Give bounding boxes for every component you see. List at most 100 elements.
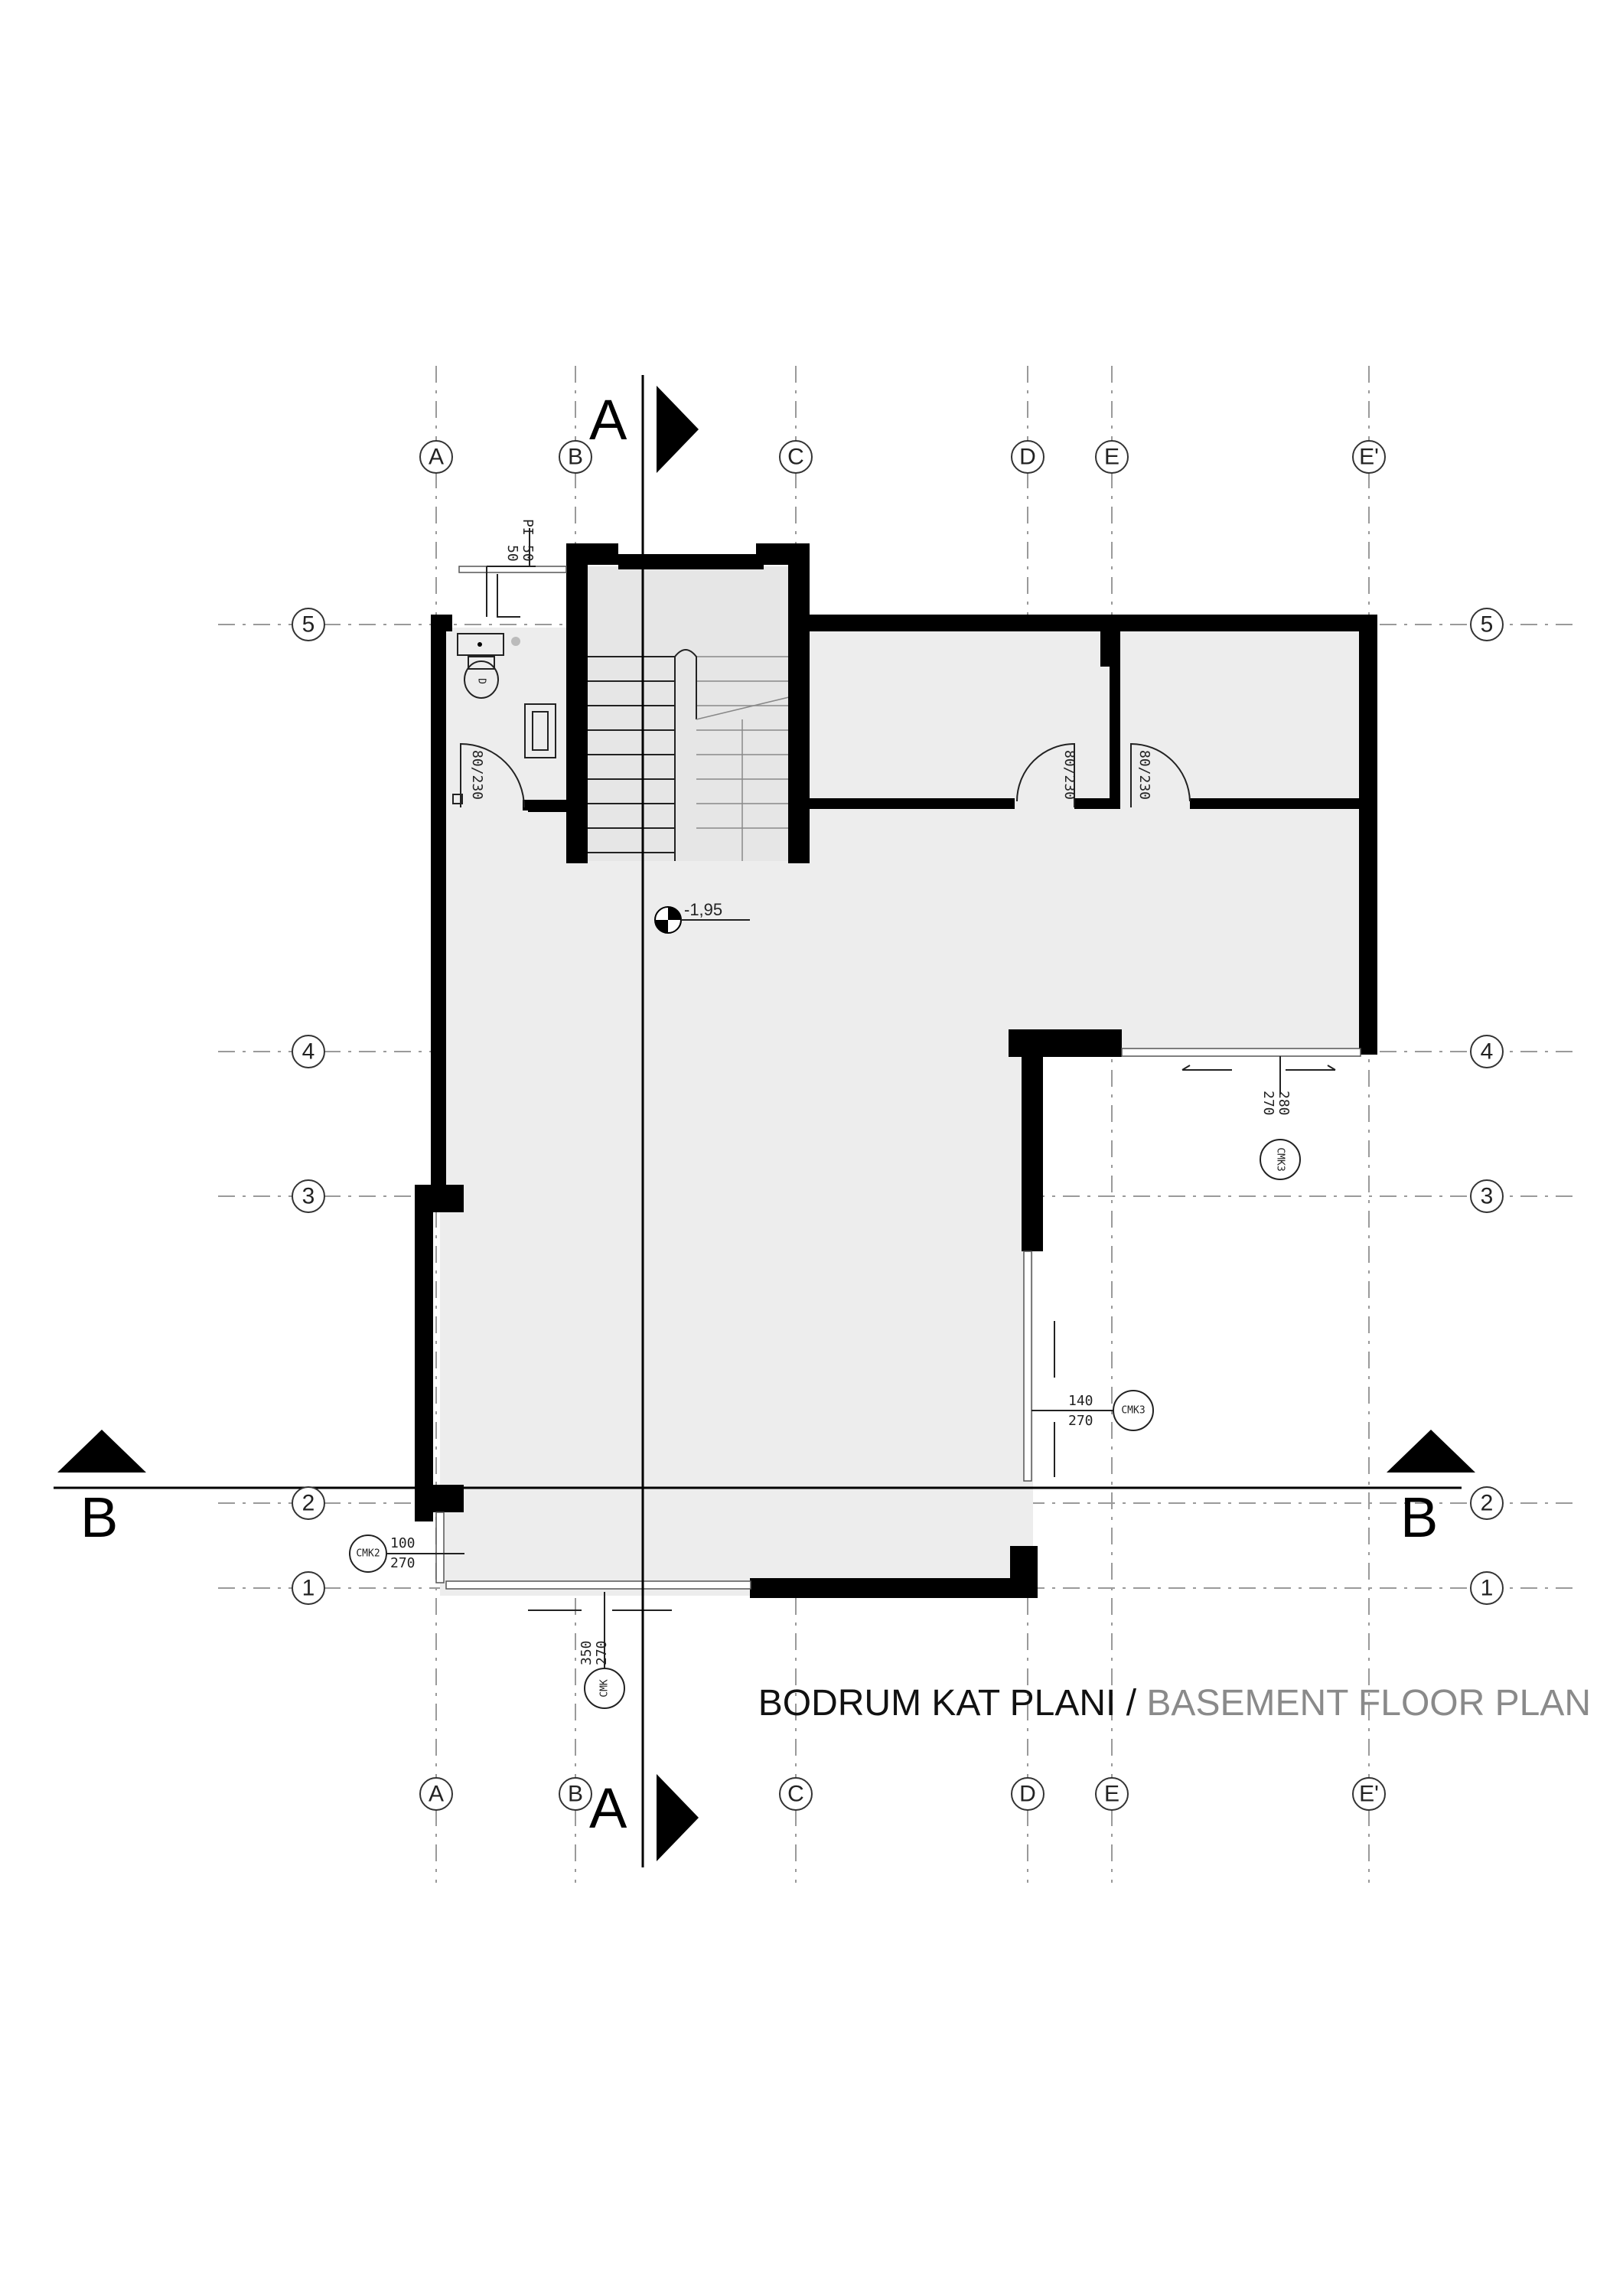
window-west <box>435 1512 445 1583</box>
sheet-title-english: BASEMENT FLOOR PLAN <box>1146 1683 1591 1724</box>
level-marker <box>654 906 750 934</box>
floor-area <box>440 628 1370 1596</box>
svg-text:C: C <box>787 445 804 470</box>
svg-text:5: 5 <box>302 612 315 638</box>
svg-text:E': E' <box>1359 445 1379 470</box>
washbasin <box>457 633 504 656</box>
svg-text:A: A <box>429 1782 444 1807</box>
section-b-left-label: B <box>80 1486 118 1549</box>
cmk-west-tag: CMK2 <box>356 1548 380 1560</box>
section-a-bottom-label: A <box>589 1776 627 1840</box>
section-a-top-label: A <box>589 388 627 452</box>
svg-text:3: 3 <box>302 1184 315 1209</box>
cmk-south-tag: CMK <box>599 1679 611 1698</box>
grid-bubble-top-b: B <box>559 440 592 474</box>
sheet-title-separator: / <box>1126 1683 1137 1724</box>
cmk-south-height: 270 <box>594 1640 610 1665</box>
window-pi <box>458 566 567 573</box>
cmk-west-width: 100 <box>390 1535 416 1551</box>
svg-text:4: 4 <box>302 1039 315 1065</box>
cmk-east-height: 270 <box>1260 1091 1276 1116</box>
section-a-bottom-arrow <box>657 1774 699 1861</box>
svg-text:2: 2 <box>1481 1491 1494 1516</box>
section-b-right-label: B <box>1400 1486 1438 1549</box>
grid-bubble-top-c: C <box>779 440 813 474</box>
grid-bubble-top-e: E <box>1095 440 1129 474</box>
grid-bubble-left-3: 3 <box>292 1179 325 1213</box>
svg-text:D: D <box>1019 445 1036 470</box>
cmk-west-circle <box>349 1534 387 1573</box>
window-east-north <box>1121 1048 1361 1057</box>
grid-bubble-top-d: D <box>1011 440 1045 474</box>
svg-text:1: 1 <box>302 1576 315 1601</box>
sheet-title-turkish: BODRUM KAT PLANI <box>758 1683 1116 1724</box>
door-label-room-2: 80/230 <box>1136 750 1152 800</box>
grid-bubble-top-a: A <box>419 440 453 474</box>
svg-text:A: A <box>429 445 444 470</box>
section-a-top-arrow <box>657 386 699 473</box>
grid-bubble-bottom-a: A <box>419 1777 453 1811</box>
cmk-east-circle <box>1260 1139 1301 1180</box>
pi-height: 50 <box>504 545 520 562</box>
section-b-right-arrow <box>1387 1430 1475 1473</box>
grid-bubble-right-2: 2 <box>1470 1486 1504 1520</box>
grid-bubble-left-2: 2 <box>292 1486 325 1520</box>
svg-text:B: B <box>568 1782 583 1807</box>
cmk-mid-circle <box>1113 1390 1154 1431</box>
cmk-mid-width: 140 <box>1068 1393 1093 1409</box>
toilet <box>464 660 499 699</box>
opening-tags <box>349 528 1301 1709</box>
svg-text:E: E <box>1104 445 1119 470</box>
window-east-mid <box>1023 1251 1032 1482</box>
sheet-title: BODRUM KAT PLANI / BASEMENT FLOOR PLAN <box>758 1682 1591 1724</box>
cmk-west-height: 270 <box>390 1555 416 1571</box>
level-value: -1,95 <box>684 900 722 919</box>
svg-text:2: 2 <box>302 1491 315 1516</box>
section-a <box>641 375 699 1867</box>
svg-text:B: B <box>568 445 583 470</box>
staircase <box>585 566 793 861</box>
grid-bubble-right-3: 3 <box>1470 1179 1504 1213</box>
glazing <box>435 566 1361 1611</box>
cmk-south-circle <box>584 1668 625 1709</box>
grid-bubble-bottom-e-prime: E' <box>1352 1777 1386 1811</box>
cmk-south-width: 350 <box>578 1640 595 1665</box>
wc-fixtures <box>452 566 556 804</box>
cmk-east-tag: CMK3 <box>1275 1147 1286 1171</box>
svg-text:4: 4 <box>1481 1039 1494 1065</box>
cmk-mid-tag: CMK3 <box>1121 1405 1145 1417</box>
svg-text:E': E' <box>1359 1782 1379 1807</box>
grid-bubble-top-e-prime: E' <box>1352 440 1386 474</box>
grid-bubble-left-1: 1 <box>292 1571 325 1605</box>
svg-text:D: D <box>1019 1782 1036 1807</box>
grid-bubble-left-4: 4 <box>292 1035 325 1068</box>
grid-bubble-right-4: 4 <box>1470 1035 1504 1068</box>
door-label-wc: 80/230 <box>469 750 485 800</box>
grid-bubble-left-5: 5 <box>292 608 325 641</box>
cmk-east-width: 280 <box>1276 1091 1292 1116</box>
svg-text:1: 1 <box>1481 1576 1494 1601</box>
svg-text:3: 3 <box>1481 1184 1494 1209</box>
svg-text:5: 5 <box>1481 612 1494 638</box>
grid-bubble-right-5: 5 <box>1470 608 1504 641</box>
wc-letter: D <box>476 678 487 684</box>
walls <box>415 543 1377 1598</box>
basement-floor <box>440 628 1370 1596</box>
grid-bubble-bottom-c: C <box>779 1777 813 1811</box>
pi-width: 50 <box>520 545 536 562</box>
grid-bubble-right-1: 1 <box>1470 1571 1504 1605</box>
doors <box>460 742 1191 808</box>
shower-tray <box>524 703 556 758</box>
grid-bubble-bottom-d: D <box>1011 1777 1045 1811</box>
section-b-left-arrow <box>57 1430 146 1473</box>
section-b <box>54 1430 1475 1489</box>
svg-text:E: E <box>1104 1782 1119 1807</box>
door-label-room-1: 80/230 <box>1061 750 1077 800</box>
svg-text:C: C <box>787 1782 804 1807</box>
window-south <box>445 1580 751 1590</box>
pi-tag: PI <box>520 519 536 536</box>
grid-bubble-bottom-b: B <box>559 1777 592 1811</box>
cmk-mid-height: 270 <box>1068 1413 1093 1429</box>
grid-bubble-bottom-e: E <box>1095 1777 1129 1811</box>
